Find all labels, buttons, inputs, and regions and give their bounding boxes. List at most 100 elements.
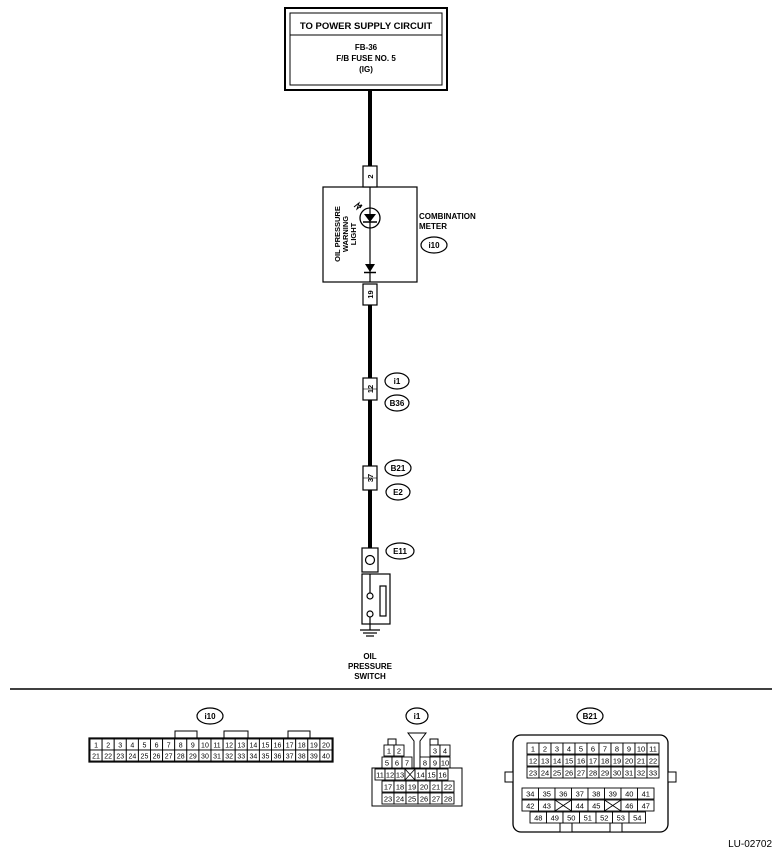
pin-b21-46: 46	[620, 799, 638, 812]
pin-i10-14-label: 14	[249, 743, 257, 750]
pin-b21-unused-2	[554, 799, 572, 812]
pin-i1-12: 12	[384, 768, 396, 781]
pin-b21-35: 35	[538, 787, 556, 800]
pin-b21-22: 22	[646, 754, 660, 767]
pin-i1-16-label: 16	[438, 771, 446, 780]
pin-i10-8: 8	[174, 738, 188, 751]
pin-i1-6: 6	[391, 756, 403, 769]
pin-b21-51: 51	[579, 811, 597, 824]
svg-text:i10: i10	[428, 241, 440, 250]
pin-b21-3: 3	[550, 742, 564, 755]
pin-i1-16: 16	[436, 768, 449, 781]
pin-b21-36: 36	[554, 787, 572, 800]
switch-connector-badge: E11	[393, 547, 407, 556]
pin-i1-22: 22	[441, 780, 455, 793]
pin-i1-20: 20	[417, 780, 431, 793]
pin-i10-29-label: 29	[189, 754, 197, 761]
pin-i10-22: 22	[101, 749, 115, 762]
pin-b21-17: 17	[586, 754, 600, 767]
pin-b21-25: 25	[550, 766, 564, 779]
pin-i1-15: 15	[425, 768, 438, 781]
pin-i1-15-label: 15	[427, 771, 435, 780]
pin-i1-18-label: 18	[396, 783, 404, 792]
light-label-line3: LIGHT	[349, 222, 358, 245]
pin-i1-4: 4	[439, 744, 451, 757]
pin-i1-10: 10	[439, 756, 451, 769]
connector-b21-e2: 37 B21 E2	[362, 459, 412, 501]
pin-b21-30: 30	[610, 766, 624, 779]
pin-b21-43-label: 43	[543, 802, 551, 811]
pin-b21-21: 21	[634, 754, 648, 767]
oil-pressure-switch: E11 OIL PRESSURE SWITCH	[348, 542, 415, 681]
wire-conn-2-top: B21	[391, 464, 406, 473]
pin-b21-41-label: 41	[642, 790, 650, 799]
pin-i10-22-label: 22	[104, 754, 112, 761]
pin-i1-10-label: 10	[441, 759, 449, 768]
pin-i10-19-label: 19	[310, 743, 318, 750]
pin-b21-6: 6	[586, 742, 600, 755]
pin-i10-33-label: 33	[237, 754, 245, 761]
pin-i10-15: 15	[258, 738, 272, 751]
pin-i10-16: 16	[271, 738, 285, 751]
pin-i1-25-label: 25	[408, 795, 416, 804]
pin-b21-44-label: 44	[576, 802, 584, 811]
meter-pin-bottom-label: 19	[366, 290, 375, 298]
pin-b21-12-label: 12	[529, 757, 537, 766]
pin-i10-17: 17	[283, 738, 297, 751]
pin-i10-7-label: 7	[167, 743, 171, 750]
pin-b21-15-label: 15	[565, 757, 573, 766]
pin-b21-41: 41	[637, 787, 655, 800]
pin-i10-32: 32	[222, 749, 236, 762]
pin-b21-6-label: 6	[591, 745, 595, 754]
pin-b21-39-label: 39	[609, 790, 617, 799]
pin-i10-17-label: 17	[286, 743, 294, 750]
pin-i1-17: 17	[381, 780, 395, 793]
pin-b21-18: 18	[598, 754, 612, 767]
pin-b21-42-label: 42	[526, 802, 534, 811]
pin-b21-51-label: 51	[584, 814, 592, 823]
pin-b21-15: 15	[562, 754, 576, 767]
pin-i10-11-label: 11	[213, 743, 220, 750]
pin-i1-1-label: 1	[387, 747, 391, 756]
pin-b21-31: 31	[622, 766, 636, 779]
pin-b21-11-label: 11	[649, 745, 657, 754]
pin-b21-19: 19	[610, 754, 624, 767]
pin-i10-29: 29	[186, 749, 200, 762]
power-supply-box: TO POWER SUPPLY CIRCUIT FB-36 F/B FUSE N…	[284, 7, 448, 91]
pin-b21-14-label: 14	[553, 757, 561, 766]
pin-i1-26: 26	[417, 792, 431, 805]
pin-b21-9-label: 9	[627, 745, 631, 754]
pin-i1-9-label: 9	[433, 759, 437, 768]
pin-i10-3: 3	[113, 738, 127, 751]
pin-b21-18-label: 18	[601, 757, 609, 766]
pin-b21-22-label: 22	[649, 757, 657, 766]
pin-b21-7: 7	[598, 742, 612, 755]
pin-i10-30-label: 30	[201, 754, 209, 761]
pin-b21-7-label: 7	[603, 745, 607, 754]
pin-b21-42: 42	[521, 799, 539, 812]
pin-i10-32-label: 32	[225, 754, 233, 761]
pin-b21-21-label: 21	[637, 757, 645, 766]
pinout-i10-label: i10	[204, 712, 216, 721]
pin-i10-1: 1	[89, 738, 103, 751]
pin-b21-28: 28	[586, 766, 600, 779]
pin-i1-5: 5	[381, 756, 393, 769]
pin-i1-17-label: 17	[384, 783, 392, 792]
power-box-line1: FB-36	[355, 43, 378, 52]
pin-i1-14: 14	[414, 768, 427, 781]
pin-i1-23-label: 23	[384, 795, 392, 804]
ground-icon	[360, 629, 380, 637]
pin-b21-8-label: 8	[615, 745, 619, 754]
pin-b21-2-label: 2	[543, 745, 547, 754]
pin-i10-23: 23	[113, 749, 127, 762]
pin-b21-54: 54	[628, 811, 646, 824]
pin-i10-35-label: 35	[262, 754, 270, 761]
pin-i1-5-label: 5	[385, 759, 389, 768]
pin-b21-10: 10	[634, 742, 648, 755]
pin-b21-47-label: 47	[642, 802, 650, 811]
pin-b21-52-label: 52	[600, 814, 608, 823]
pin-i1-11-label: 11	[376, 771, 384, 780]
pin-b21-43: 43	[538, 799, 556, 812]
pin-i10-30: 30	[198, 749, 212, 762]
pin-i1-8: 8	[419, 756, 431, 769]
